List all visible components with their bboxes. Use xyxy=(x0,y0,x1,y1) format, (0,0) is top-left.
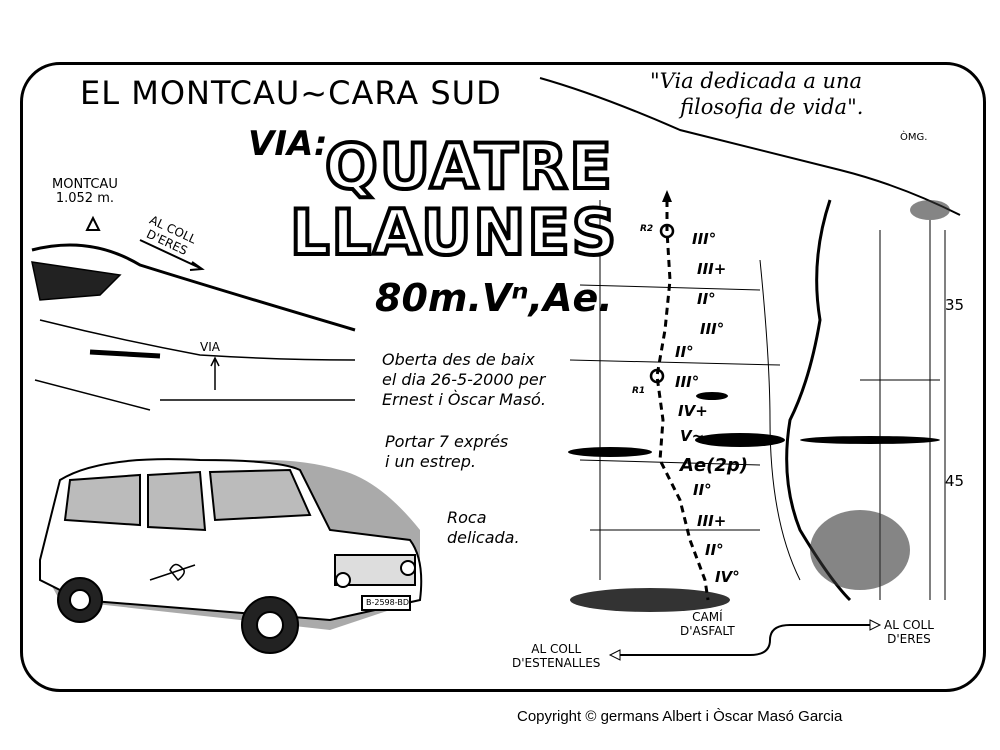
pitch-grade: IV+ xyxy=(678,402,708,420)
gear-info: Portar 7 exprés i un estrep. xyxy=(385,432,508,472)
pitch-grade: IV° xyxy=(715,568,740,586)
dest-line: AL COLL xyxy=(531,642,582,656)
route-arrow-icon xyxy=(662,190,672,202)
pitch-grade: III° xyxy=(692,230,717,248)
pitch-grade: II° xyxy=(705,541,724,559)
pitch-grade: II° xyxy=(675,343,694,361)
pitch-grade: III+ xyxy=(697,512,727,530)
pitch-grade: II° xyxy=(693,481,712,499)
copyright: Copyright © germans Albert i Òscar Masó … xyxy=(517,708,843,725)
border-frame xyxy=(20,62,986,692)
dest-line: AL COLL xyxy=(884,618,934,632)
belay-label: R1 xyxy=(632,386,646,396)
license-plate: B-2598-BD xyxy=(366,598,409,607)
info-line: Roca xyxy=(447,508,487,527)
pitch-grade: III° xyxy=(675,373,700,391)
inset-via-label: VIA xyxy=(200,340,220,354)
peak-triangle-icon xyxy=(85,215,101,231)
belay-label: R2 xyxy=(640,224,654,234)
vegetation xyxy=(570,200,950,612)
peak-name: MONTCAU xyxy=(52,177,118,192)
info-line: i un estrep. xyxy=(385,452,477,471)
route-name-line1: QUATRE xyxy=(323,128,614,205)
road-line: D'ASFALT xyxy=(680,624,735,638)
belay-r2-icon xyxy=(659,223,675,239)
pitch-length: 35 xyxy=(945,296,965,314)
dest-line: D'ESTENALLES xyxy=(512,656,601,670)
route-length-grade: 80m.Vⁿ,Ae. xyxy=(375,276,613,320)
route-line xyxy=(655,200,710,601)
quote-line: filosofia de vida". xyxy=(680,95,864,119)
opening-info: Oberta des de baix el dia 26-5-2000 per … xyxy=(382,350,546,410)
road-arrow-icon xyxy=(620,624,870,656)
info-line: el dia 26-5-2000 per xyxy=(382,370,546,389)
left-destination: AL COLL D'ESTENALLES xyxy=(512,642,600,670)
cliff-ledges xyxy=(568,392,940,457)
dedication-quote: "Via dedicada a una filosofia de vida". xyxy=(650,68,863,120)
pitch-grade: II° xyxy=(697,290,716,308)
page-title: EL MONTCAU~CARA SUD xyxy=(80,74,502,112)
belay-r1-icon xyxy=(649,368,665,384)
info-line: Oberta des de baix xyxy=(382,350,535,369)
dest-line: D'ERES xyxy=(887,632,931,646)
pitch-grade: V~ xyxy=(680,427,705,445)
car-illustration xyxy=(39,458,423,654)
info-line: Portar 7 exprés xyxy=(385,432,509,451)
author-initials: ÒMG. xyxy=(900,132,928,143)
right-destination: AL COLL D'ERES xyxy=(884,618,934,646)
peak-altitude: 1.052 m. xyxy=(55,191,114,206)
pitch-grade: III° xyxy=(700,320,725,338)
via-label: VIA: xyxy=(248,124,328,164)
road-label: CAMÍ D'ASFALT xyxy=(680,610,735,638)
coll-arrow-icon xyxy=(139,239,205,271)
quote-line: "Via dedicada a una xyxy=(650,69,863,93)
info-line: delicada. xyxy=(447,528,520,547)
montcau-sketch xyxy=(31,243,356,411)
pitch-grade: III+ xyxy=(697,260,727,278)
rock-info: Roca delicada. xyxy=(447,508,520,548)
info-line: Ernest i Òscar Masó. xyxy=(382,390,546,409)
peak-label: MONTCAU 1.052 m. xyxy=(52,178,118,206)
pitch-length: 45 xyxy=(945,472,965,490)
road-line: CAMÍ xyxy=(692,610,723,624)
route-name-line2: LLAUNES xyxy=(288,194,619,271)
pitch-grade: Ae(2p) xyxy=(680,455,749,476)
